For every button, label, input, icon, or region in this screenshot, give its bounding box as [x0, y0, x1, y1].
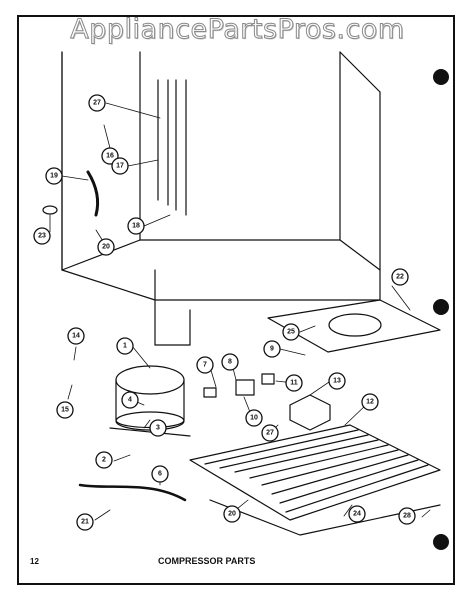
svg-text:1: 1 — [123, 343, 127, 350]
callout-18: 18 — [127, 217, 145, 235]
callout-7: 7 — [196, 356, 214, 374]
callout-8: 8 — [221, 353, 239, 371]
svg-text:11: 11 — [290, 380, 298, 387]
svg-text:22: 22 — [396, 274, 404, 281]
callout-20b: 20 — [223, 505, 241, 523]
svg-text:16: 16 — [106, 153, 114, 160]
bracket-part — [261, 373, 275, 385]
svg-text:15: 15 — [61, 407, 69, 414]
svg-text:27: 27 — [266, 430, 274, 437]
page-number: 12 — [30, 557, 39, 566]
callout-20a: 20 — [97, 238, 115, 256]
callout-21: 21 — [76, 513, 94, 531]
svg-text:7: 7 — [203, 362, 207, 369]
svg-text:17: 17 — [116, 163, 124, 170]
svg-text:6: 6 — [158, 471, 162, 478]
callout-17: 17 — [111, 157, 129, 175]
binder-hole-middle — [433, 299, 449, 315]
callout-6: 6 — [151, 465, 169, 483]
svg-text:13: 13 — [333, 378, 341, 385]
svg-text:27: 27 — [93, 100, 101, 107]
cabinet-outline — [61, 51, 381, 346]
callout-13: 13 — [328, 372, 346, 390]
callout-28: 28 — [398, 507, 416, 525]
mounting-bracket — [289, 394, 331, 431]
callout-25: 25 — [282, 323, 300, 341]
svg-text:23: 23 — [38, 233, 46, 240]
callout-3: 3 — [149, 419, 167, 437]
callout-1: 1 — [116, 337, 134, 355]
svg-text:12: 12 — [366, 399, 374, 406]
callout-9: 9 — [263, 340, 281, 358]
svg-text:21: 21 — [81, 519, 89, 526]
inner-channel — [157, 79, 187, 216]
binder-hole-bottom — [433, 534, 449, 550]
drain-pan — [267, 299, 441, 353]
svg-text:14: 14 — [72, 333, 80, 340]
watermark-text: AppliancePartsPros.com — [70, 14, 405, 46]
callout-22: 22 — [391, 268, 409, 286]
svg-text:3: 3 — [156, 425, 160, 432]
callout-2: 2 — [95, 451, 113, 469]
callout-19: 19 — [45, 167, 63, 185]
binder-hole-top — [433, 69, 449, 85]
svg-text:10: 10 — [250, 415, 258, 422]
callout-27a: 27 — [88, 94, 106, 112]
condenser-coil — [189, 424, 441, 521]
diagram-border — [17, 15, 455, 585]
tube-part — [78, 483, 187, 502]
relay-part — [203, 387, 217, 398]
callout-10: 10 — [245, 409, 263, 427]
grommet-part — [42, 205, 58, 215]
svg-text:2: 2 — [102, 457, 106, 464]
svg-text:4: 4 — [128, 397, 132, 404]
diagram-caption: COMPRESSOR PARTS — [158, 556, 256, 566]
svg-text:20: 20 — [228, 511, 236, 518]
callout-15: 15 — [56, 401, 74, 419]
callout-23: 23 — [33, 227, 51, 245]
callout-27b: 27 — [261, 424, 279, 442]
svg-text:25: 25 — [287, 329, 295, 336]
callout-24: 24 — [348, 505, 366, 523]
callout-11: 11 — [285, 374, 303, 392]
callout-14: 14 — [67, 327, 85, 345]
svg-text:9: 9 — [270, 346, 274, 353]
power-cord — [86, 170, 100, 217]
svg-text:8: 8 — [228, 359, 232, 366]
svg-text:28: 28 — [403, 513, 411, 520]
svg-text:20: 20 — [102, 244, 110, 251]
svg-text:18: 18 — [132, 223, 140, 230]
svg-text:24: 24 — [353, 511, 361, 518]
svg-text:19: 19 — [50, 173, 58, 180]
callout-4: 4 — [121, 391, 139, 409]
overload-part — [235, 379, 255, 396]
callout-12: 12 — [361, 393, 379, 411]
